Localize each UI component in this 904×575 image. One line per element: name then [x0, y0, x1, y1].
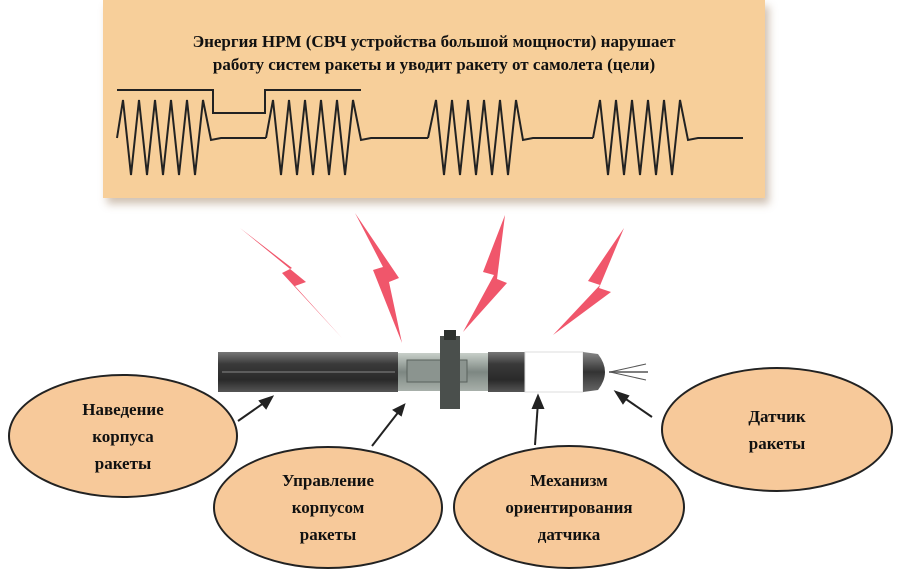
envelope-line [117, 89, 361, 114]
headline-text: Энергия HPM (СВЧ устройства большой мощн… [192, 32, 676, 74]
label-sensor: Датчик ракеты [748, 406, 806, 453]
arrow-sensor-mechanism [534, 401, 539, 446]
label-body-guidance: Наведение корпуса ракеты [82, 399, 164, 473]
wave-burst-4 [592, 99, 743, 176]
label-sensor-mechanism: Механизм ориентирования датчика [505, 470, 633, 544]
oval-sensor: Датчик ракеты [661, 367, 893, 492]
wave-burst-1 [116, 99, 266, 176]
oval-body-control: Управление корпусом ракеты [213, 446, 443, 569]
lightning-bolt-4-icon [553, 228, 624, 335]
oval-body-guidance: Наведение корпуса ракеты [8, 374, 238, 498]
label-body-control: Управление корпусом ракеты [281, 471, 374, 544]
lightning-bolt-3-icon [463, 215, 507, 332]
oval-sensor-mechanism: Механизм ориентирования датчика [453, 445, 685, 569]
signal-waveform [116, 89, 743, 176]
arrow-body-control [371, 409, 401, 447]
pointer-arrows [237, 390, 653, 447]
lightning-bolt-1-icon [240, 228, 342, 338]
wave-burst-3 [427, 99, 593, 176]
wave-burst-2 [265, 99, 428, 176]
lightning-bolt-2-icon [355, 213, 402, 343]
missile-image [218, 330, 648, 409]
hpm-info-panel: Энергия HPM (СВЧ устройства большой мощн… [103, 0, 765, 198]
